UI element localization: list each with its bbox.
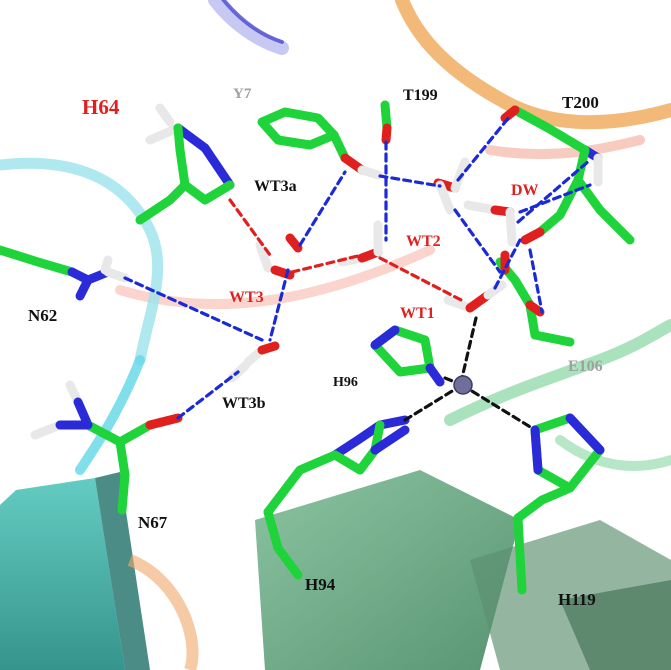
beta-sheet-teal [0, 478, 125, 670]
label-wt3a: WT3a [254, 178, 297, 195]
residue-h96-sticks [370, 325, 445, 387]
residue-h119-sticks [513, 413, 605, 595]
label-dw: DW [511, 182, 539, 199]
label-n62: N62 [28, 306, 57, 325]
stick-models [0, 100, 635, 595]
beta-sheet-teal-shadow [95, 472, 150, 670]
label-wt1: WT1 [400, 305, 435, 322]
residue-h64-sticks [135, 103, 235, 225]
label-y7: Y7 [233, 86, 252, 102]
label-h94: H94 [305, 575, 336, 594]
labels: H64 Y7 T199 T200 WT3a WT2 DW WT3 WT1 N62… [28, 86, 603, 609]
ribbon-green-lower [555, 435, 671, 471]
ribbon-lavender [208, 0, 289, 55]
ribbon-lavender-edge [221, 0, 284, 44]
label-t200: T200 [562, 93, 599, 112]
zinc-ion [453, 375, 473, 395]
residue-t199-sticks [380, 100, 392, 145]
water-wt3a-sticks [255, 233, 303, 280]
residue-n62-sticks [0, 245, 130, 301]
label-h119: H119 [558, 590, 596, 609]
ribbon-salmon-mid [115, 245, 435, 310]
label-h96: H96 [333, 375, 358, 390]
beta-sheet-green-lower [255, 470, 520, 670]
label-wt3b: WT3b [222, 395, 266, 412]
residue-h94-sticks [263, 415, 410, 580]
background-sheets [0, 470, 671, 670]
water-wt1-sticks [443, 280, 507, 313]
label-n67: N67 [138, 513, 168, 532]
residue-t200-sticks [500, 105, 635, 245]
label-wt3: WT3 [229, 289, 264, 306]
ribbon-salmon-right [485, 135, 645, 160]
label-t199: T199 [403, 87, 438, 104]
ribbon-orange [395, 0, 671, 130]
interaction-lines [123, 114, 592, 430]
residue-y7-sticks [257, 107, 383, 180]
residue-n67-sticks [30, 380, 183, 515]
water-dw-sticks [433, 157, 517, 247]
label-e106: E106 [568, 358, 603, 375]
ribbon-cyan-a [0, 157, 164, 366]
water-wt2-sticks [337, 220, 383, 267]
beta-sheet-dark-right [560, 580, 671, 670]
ribbon-orange-lower [127, 554, 199, 670]
background-ribbons [0, 0, 671, 475]
label-h64: H64 [82, 95, 120, 119]
ribbon-cyan-b [75, 355, 145, 475]
label-wt2: WT2 [406, 233, 441, 250]
